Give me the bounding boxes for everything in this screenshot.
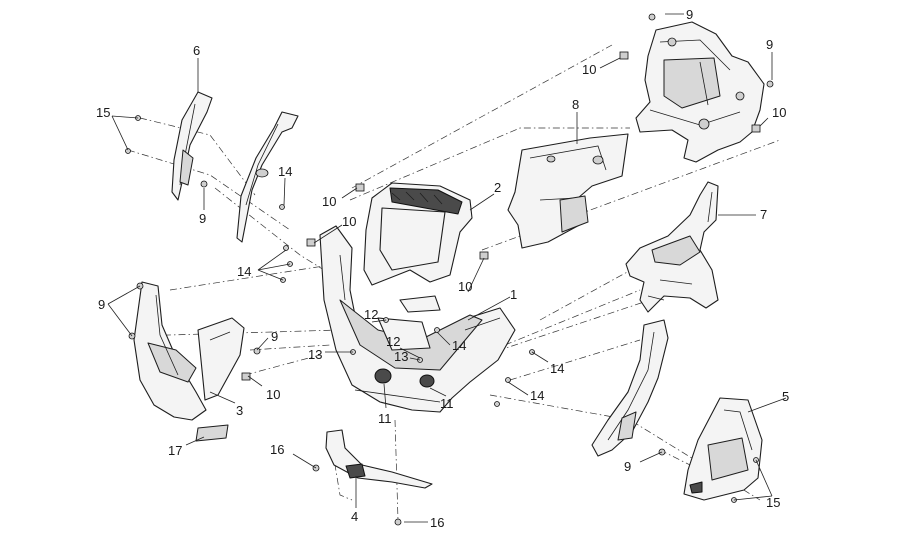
label-16-bottom: 16 [430,515,444,530]
label-14-upper: 14 [278,164,292,179]
label-11-left: 11 [378,411,392,426]
part-8-inner-panel [507,133,629,249]
label-5: 5 [782,389,789,404]
label-12-left: 12 [364,307,378,322]
label-10-frame-top: 10 [582,62,596,77]
label-7: 7 [760,207,767,222]
fasteners [125,13,774,526]
label-4: 4 [351,509,358,524]
label-13-center: 13 [394,349,408,364]
label-14-right-lower: 14 [530,388,544,403]
label-8: 8 [572,97,579,112]
label-14-left-group: 14 [237,264,251,279]
label-10-left-low: 10 [266,387,280,402]
part-3-front-beak [133,281,245,421]
label-10-center-upper: 10 [322,194,336,209]
frame-subassembly [635,21,765,163]
label-10-center-mid: 10 [342,214,356,229]
label-9-frame-right: 9 [766,37,773,52]
label-12-center: 12 [386,334,400,349]
part-5-right-shield [683,397,763,501]
label-9-left-low: 9 [271,329,278,344]
label-9-left-top: 9 [199,211,206,226]
label-6: 6 [193,43,200,58]
lower-right-strut [591,319,669,457]
callout-labels: 9 9 10 10 8 6 15 14 9 10 2 10 7 14 10 1 … [96,7,789,530]
label-1: 1 [510,287,517,302]
label-2: 2 [494,180,501,195]
left-support-bracket [236,111,299,243]
label-17: 17 [168,443,182,458]
label-15-left: 15 [96,105,110,120]
label-10-frame-right: 10 [772,105,786,120]
label-10-center-right: 10 [458,279,472,294]
label-3: 3 [236,403,243,418]
label-9-top: 9 [686,7,693,22]
part-7-side-bracket [625,181,719,313]
part-4-lower-trim [325,429,433,489]
label-13-left: 13 [308,347,322,362]
label-9-bottom-right: 9 [624,459,631,474]
label-9-left-mid: 9 [98,297,105,312]
label-15-right: 15 [766,495,780,510]
label-14-right-upper: 14 [550,361,564,376]
label-11-right: 11 [440,396,454,411]
label-14-center: 14 [452,338,466,353]
part-6-side-panel [171,91,213,201]
part-1-main-fairing [319,225,516,413]
label-16-left: 16 [270,442,284,457]
leader-lines [107,13,787,523]
part-2-dash-mount [363,182,473,286]
